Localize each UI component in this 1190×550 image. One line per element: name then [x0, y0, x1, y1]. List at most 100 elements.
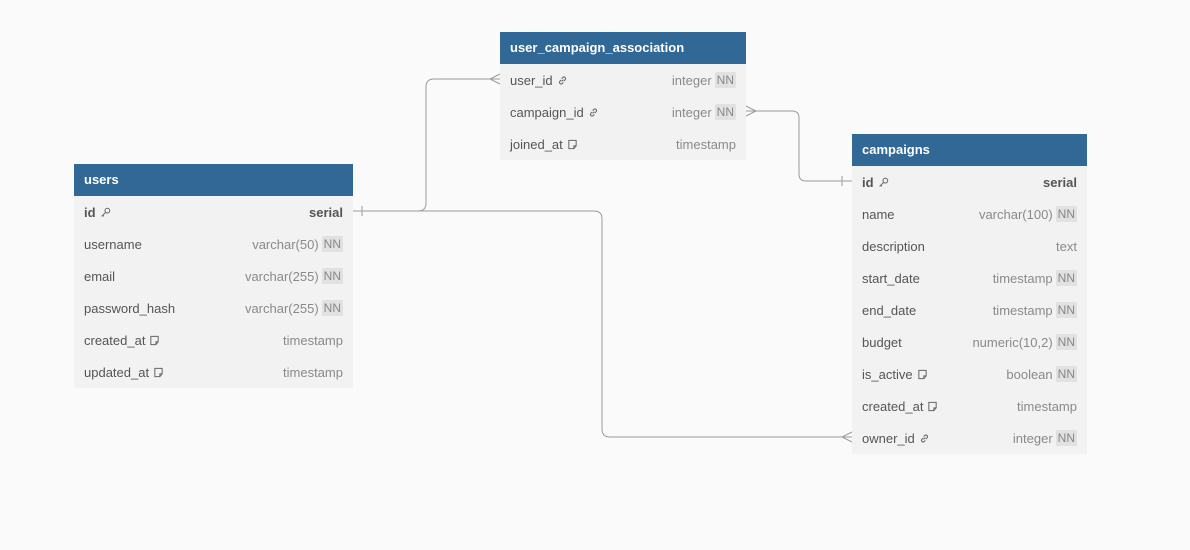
- not-null-badge: NN: [714, 104, 736, 120]
- column-type: numeric(10,2): [972, 334, 1053, 350]
- column-name: budget: [862, 335, 902, 350]
- column-type: timestamp: [992, 302, 1053, 318]
- not-null-badge: NN: [714, 72, 736, 88]
- column-name: is_active: [862, 367, 928, 382]
- column-name-label: username: [84, 236, 142, 252]
- column-type: timestamp: [283, 332, 343, 348]
- column-name: created_at: [862, 399, 938, 414]
- column-name: updated_at: [84, 365, 164, 380]
- column-name-label: owner_id: [862, 430, 915, 446]
- link-icon: [588, 107, 599, 118]
- column-type: serial: [1043, 174, 1077, 190]
- column-row-id[interactable]: id serial: [74, 196, 353, 228]
- column-name-label: created_at: [862, 398, 924, 414]
- not-null-badge: NN: [1055, 366, 1077, 382]
- not-null-badge: NN: [321, 268, 343, 284]
- column-name-label: start_date: [862, 270, 920, 286]
- link-icon: [557, 75, 568, 86]
- column-row-name[interactable]: name varchar(100)NN: [852, 198, 1087, 230]
- column-type: varchar(100): [978, 206, 1053, 222]
- note-icon: [567, 139, 578, 150]
- note-icon: [917, 369, 928, 380]
- column-type: serial: [309, 204, 343, 220]
- column-name: id: [862, 175, 889, 190]
- column-type: timestamp: [676, 136, 736, 152]
- not-null-badge: NN: [321, 236, 343, 252]
- column-name: created_at: [84, 333, 160, 348]
- note-icon: [149, 335, 160, 346]
- column-name-label: joined_at: [510, 136, 563, 152]
- edge-users-id-to-campaigns-owner-id[interactable]: [352, 210, 852, 438]
- column-row-joined-at[interactable]: joined_at timestamp: [500, 128, 746, 160]
- not-null-badge: NN: [1055, 430, 1077, 446]
- column-name: owner_id: [862, 431, 930, 446]
- link-icon: [919, 433, 930, 444]
- column-name-label: created_at: [84, 332, 146, 348]
- column-type: integer: [671, 104, 712, 120]
- column-type: text: [1056, 238, 1077, 254]
- column-name-label: budget: [862, 334, 902, 350]
- column-name-label: id: [862, 174, 874, 190]
- table-header[interactable]: campaigns: [852, 134, 1087, 166]
- column-name-label: user_id: [510, 72, 553, 88]
- column-type: varchar(255): [244, 268, 319, 284]
- column-name-label: description: [862, 238, 925, 254]
- column-name-label: name: [862, 206, 895, 222]
- edge-users-id-to-uca-user-id[interactable]: [352, 78, 500, 212]
- column-row-created-at[interactable]: created_at timestamp: [74, 324, 353, 356]
- column-name: campaign_id: [510, 105, 599, 120]
- column-name-label: password_hash: [84, 300, 176, 316]
- column-name: name: [862, 207, 895, 222]
- column-name-label: id: [84, 204, 96, 220]
- column-name: id: [84, 205, 111, 220]
- note-icon: [927, 401, 938, 412]
- note-icon: [153, 367, 164, 378]
- key-icon: [100, 207, 111, 218]
- not-null-badge: NN: [1055, 270, 1077, 286]
- not-null-badge: NN: [1055, 206, 1077, 222]
- column-name-label: email: [84, 268, 116, 284]
- column-type: integer: [671, 72, 712, 88]
- column-name: start_date: [862, 271, 920, 286]
- column-name: user_id: [510, 73, 568, 88]
- edge-campaigns-id-to-uca-campaign-id[interactable]: [746, 110, 852, 182]
- many-marker: [840, 431, 853, 443]
- column-row-description[interactable]: description text: [852, 230, 1087, 262]
- not-null-badge: NN: [1055, 302, 1077, 318]
- column-type: timestamp: [283, 364, 343, 380]
- column-row-updated-at[interactable]: updated_at timestamp: [74, 356, 353, 388]
- not-null-badge: NN: [321, 300, 343, 316]
- column-name: email: [84, 269, 115, 284]
- column-name-label: updated_at: [84, 364, 150, 380]
- key-icon: [878, 177, 889, 188]
- column-type: boolean: [1006, 366, 1053, 382]
- column-name: password_hash: [84, 301, 175, 316]
- column-row-id[interactable]: id serial: [852, 166, 1087, 198]
- column-name: description: [862, 239, 925, 254]
- column-name-label: end_date: [862, 302, 917, 318]
- column-name: username: [84, 237, 142, 252]
- column-type: integer: [1012, 430, 1053, 446]
- column-row-email[interactable]: email varchar(255)NN: [74, 260, 353, 292]
- table-header[interactable]: user_campaign_association: [500, 32, 746, 64]
- table-header[interactable]: users: [74, 164, 353, 196]
- column-name: joined_at: [510, 137, 578, 152]
- many-marker: [745, 105, 758, 117]
